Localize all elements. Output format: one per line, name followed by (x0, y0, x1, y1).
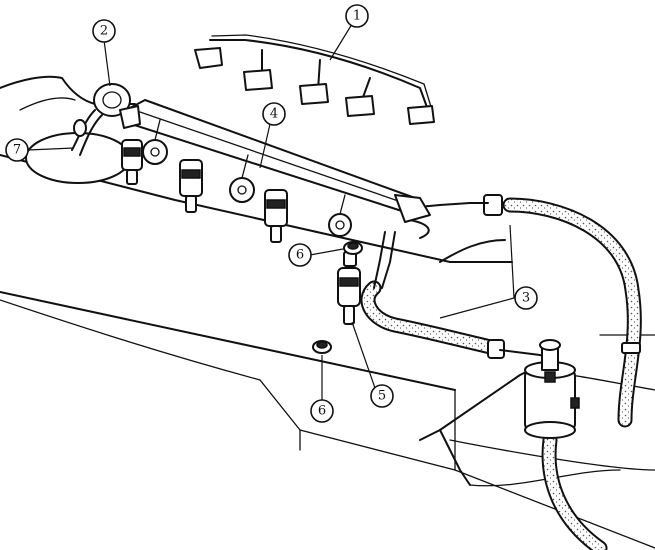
upper-seal (343, 241, 363, 255)
fuel-filter (524, 339, 580, 439)
svg-text:2: 2 (100, 24, 108, 39)
svg-text:6: 6 (318, 404, 326, 419)
svg-text:3: 3 (522, 291, 530, 306)
callout-6-lower: 6 (310, 399, 334, 423)
svg-text:1: 1 (353, 9, 361, 24)
hose-clamp (483, 194, 503, 216)
svg-text:4: 4 (270, 107, 278, 122)
hose-clamp (487, 339, 505, 359)
callout-6-upper: 6 (288, 243, 312, 267)
lower-seal (312, 340, 332, 354)
wiring-harness (194, 34, 435, 125)
callout-7: 7 (5, 138, 29, 162)
callout-3: 3 (514, 286, 538, 310)
callout-2: 2 (92, 19, 116, 43)
callout-1: 1 (345, 4, 369, 28)
callout-5: 5 (370, 384, 394, 408)
fuel-injector (337, 251, 361, 325)
fuel-hoses (360, 194, 642, 550)
leader-lines (27, 23, 515, 400)
vacuum-hose (71, 109, 103, 156)
svg-text:5: 5 (378, 389, 386, 404)
svg-text:7: 7 (13, 143, 21, 158)
svg-text:6: 6 (296, 248, 304, 263)
mounted-injectors (121, 139, 288, 243)
pressure-regulator (93, 83, 141, 129)
callout-4: 4 (262, 102, 286, 126)
fuel-rail (124, 99, 431, 237)
hose-clamp (621, 342, 641, 354)
